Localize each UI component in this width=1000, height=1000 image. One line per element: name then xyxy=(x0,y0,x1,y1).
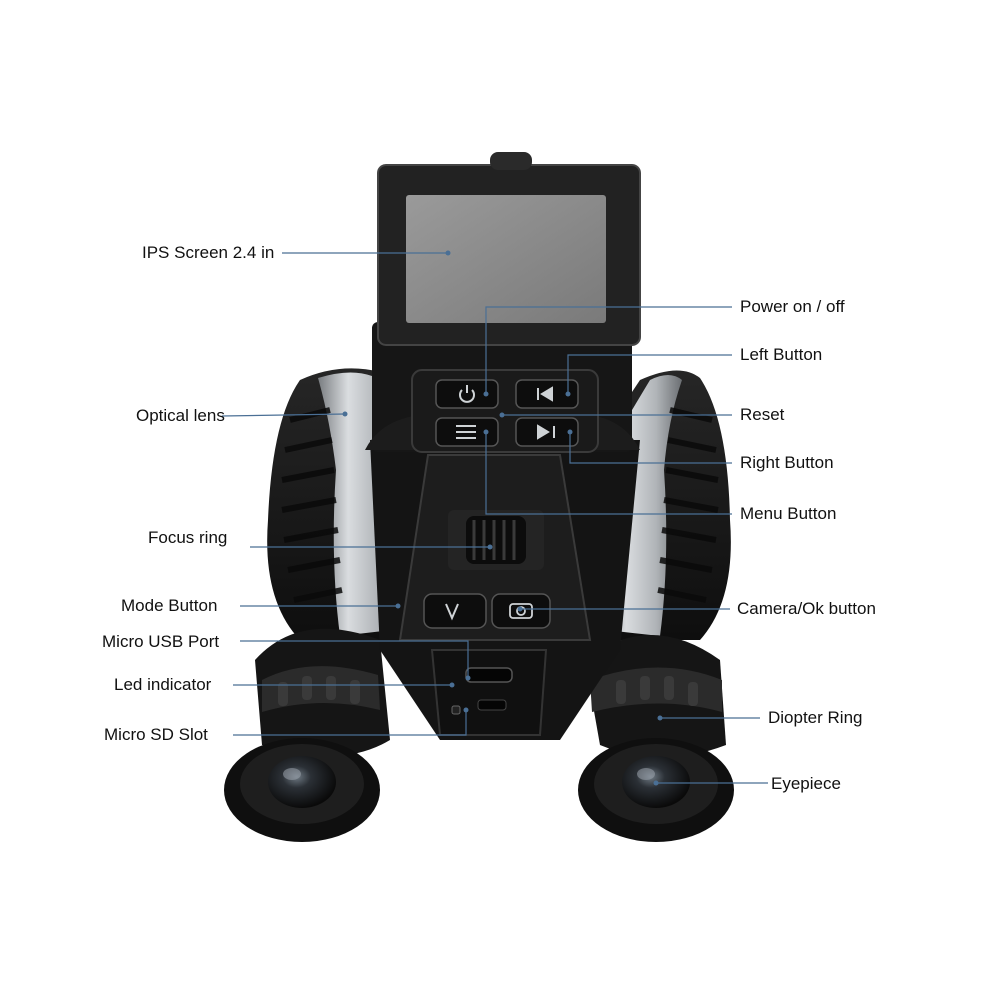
label-eyepiece: Eyepiece xyxy=(771,774,841,793)
label-micro-sd-slot: Micro SD Slot xyxy=(104,725,208,744)
menu-icon xyxy=(456,425,476,439)
label-reset: Reset xyxy=(740,405,785,424)
label-menu-button: Menu Button xyxy=(740,504,837,523)
label-ips-screen: IPS Screen 2.4 in xyxy=(142,243,275,262)
label-mode-button: Mode Button xyxy=(121,596,218,615)
sd-slot-shape xyxy=(477,699,507,711)
leader-dots xyxy=(342,250,663,786)
left-barrel xyxy=(224,368,420,842)
label-led-indicator: Led indicator xyxy=(114,675,212,694)
previous-icon xyxy=(537,386,553,402)
label-left-button: Left Button xyxy=(740,345,823,364)
focus-wheel xyxy=(448,510,544,570)
play-next-icon xyxy=(537,424,555,440)
label-camera-ok-button: Camera/Ok button xyxy=(737,599,876,618)
label-diopter-ring: Diopter Ring xyxy=(768,708,863,727)
label-micro-usb-port: Micro USB Port xyxy=(102,632,220,651)
label-focus-ring: Focus ring xyxy=(148,528,228,547)
power-icon xyxy=(459,385,475,403)
usb-port-shape xyxy=(465,667,513,683)
label-optical-lens: Optical lens xyxy=(136,406,225,425)
leader-lines xyxy=(221,252,768,784)
label-power: Power on / off xyxy=(740,297,845,316)
mode-icon xyxy=(445,603,459,621)
led-shape xyxy=(451,705,461,715)
label-right-button: Right Button xyxy=(740,453,834,472)
button-panel xyxy=(411,369,599,453)
lcd-display xyxy=(406,195,606,323)
